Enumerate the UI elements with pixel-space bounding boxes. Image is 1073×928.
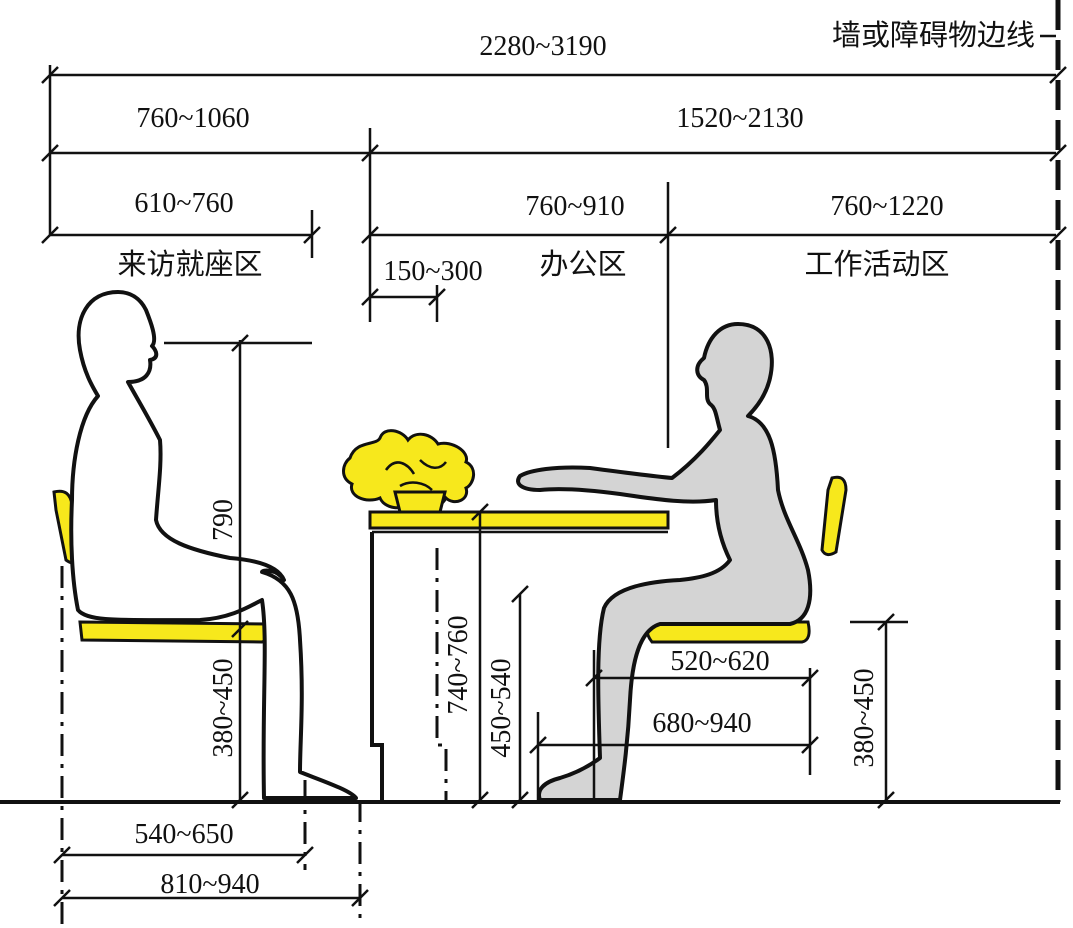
svg-text:760~1220: 760~1220 xyxy=(830,191,943,222)
svg-text:740~760: 740~760 xyxy=(443,615,474,714)
zone-label-work: 工作活动区 xyxy=(804,248,949,281)
visitor-figure xyxy=(69,290,358,800)
svg-text:380~450: 380~450 xyxy=(849,668,880,767)
dimension-office-zone: 760~910 办公区 xyxy=(361,182,677,448)
dimension-worker-seat-height: 380~450 xyxy=(849,613,908,809)
dimension-desk-height: 740~760 xyxy=(443,503,489,809)
worker-chair xyxy=(645,475,848,644)
dimension-visitor-sitting-height: 790 380~450 xyxy=(164,334,312,809)
svg-text:450~540: 450~540 xyxy=(486,658,517,757)
dimension-visitor-total: 760~1060 xyxy=(41,103,379,162)
svg-text:610~760: 610~760 xyxy=(134,188,233,219)
zone-label-visitor: 来访就座区 xyxy=(117,248,262,281)
dimension-visitor-seat-zone: 610~760 来访就座区 xyxy=(41,188,321,281)
svg-text:760~1060: 760~1060 xyxy=(136,103,249,134)
desk-plant xyxy=(342,429,475,514)
desk xyxy=(368,510,670,800)
svg-text:540~650: 540~650 xyxy=(134,819,233,850)
svg-text:680~940: 680~940 xyxy=(652,708,751,739)
svg-text:760~910: 760~910 xyxy=(525,191,624,222)
zone-label-office: 办公区 xyxy=(539,248,626,281)
dimension-visitor-seat-height: 380~450 xyxy=(208,658,239,757)
dimension-total-width: 2280~3190 xyxy=(41,31,1067,235)
svg-text:520~620: 520~620 xyxy=(670,646,769,677)
svg-text:2280~3190: 2280~3190 xyxy=(479,31,606,62)
dimension-worker-seat-depth: 520~620 xyxy=(585,646,819,800)
dimension-visitor-seat-to-knee: 540~650 xyxy=(53,819,314,864)
svg-text:1520~2130: 1520~2130 xyxy=(676,103,803,134)
wall-label: 墙或障碍物边线 xyxy=(832,19,1035,52)
dimension-visitor-foot-space: 810~940 xyxy=(53,869,369,907)
svg-text:790: 790 xyxy=(208,499,239,541)
svg-text:810~940: 810~940 xyxy=(160,869,259,900)
dimension-work-zone: 760~1220 工作活动区 xyxy=(668,191,1067,281)
dimension-desk-overhang: 150~300 xyxy=(361,256,483,322)
dimension-knee-clearance: 450~540 xyxy=(486,585,529,809)
worker-figure xyxy=(516,322,813,802)
svg-text:150~300: 150~300 xyxy=(383,256,482,287)
dimension-worker-leg-space: 680~940 xyxy=(529,708,819,754)
dimension-desk-and-work: 1520~2130 xyxy=(368,103,1067,322)
